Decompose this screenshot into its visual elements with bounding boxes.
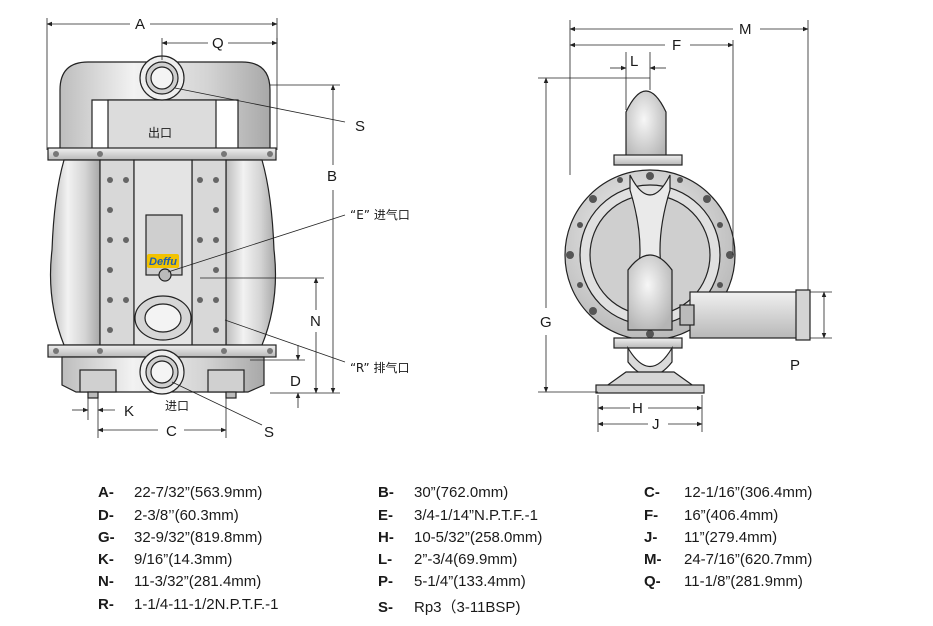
spec-m: M-24-7/16”(620.7mm): [644, 551, 813, 568]
dim-label-k: K: [124, 403, 134, 420]
spec-e: E-3/4-1/14”N.P.T.F.-1: [378, 507, 538, 524]
inlet-label: 进口: [165, 399, 189, 413]
spec-p: P-5-1/4”(133.4mm): [378, 573, 526, 590]
spec-d: D-2-3/8’’(60.3mm): [98, 507, 239, 524]
dim-label-j: J: [652, 416, 660, 433]
spec-g: G-32-9/32”(819.8mm): [98, 529, 263, 546]
exhaust-label: “R” 排气口: [350, 360, 409, 375]
svg-text:Deffu: Deffu: [149, 256, 177, 268]
dim-label-d: D: [290, 373, 301, 390]
dim-label-b: B: [327, 168, 337, 185]
dim-label-m: M: [739, 21, 752, 38]
dim-label-g: G: [540, 314, 552, 331]
side-dimensions: [538, 20, 832, 432]
dim-label-q: Q: [212, 35, 224, 52]
dim-label-n: N: [310, 313, 321, 330]
spec-b: B-30”(762.0mm): [378, 484, 509, 501]
dim-label-s-top: S: [355, 118, 365, 135]
dim-label-p: P: [790, 357, 800, 374]
spec-f: F-16”(406.4mm): [644, 507, 779, 524]
pump-dimension-drawing: Deffu: [46, 16, 832, 441]
brand-logo: Deffu: [147, 254, 179, 268]
spec-k: K-9/16”(14.3mm): [98, 551, 233, 568]
outlet-label: 出口: [148, 126, 172, 140]
spec-q: Q-11-1/8”(281.9mm): [644, 573, 803, 590]
dim-label-a: A: [135, 16, 145, 33]
dim-label-f: F: [672, 37, 681, 54]
dim-label-s-bottom: S: [264, 424, 274, 441]
spec-h: H-10-5/32”(258.0mm): [378, 529, 543, 546]
dim-label-h: H: [632, 400, 643, 417]
spec-l: L-2”-3/4(69.9mm): [378, 551, 518, 568]
air-inlet-label: “E” 进气口: [350, 207, 410, 222]
side-view: [564, 90, 811, 394]
spec-r: R-1-1/4-11-1/2N.P.T.F.-1: [98, 596, 279, 613]
spec-a: A-22-7/32”(563.9mm): [98, 484, 263, 501]
front-dimensions: [46, 18, 346, 438]
front-view: [47, 55, 277, 399]
dim-label-c: C: [166, 423, 177, 440]
spec-n: N-11-3/32”(281.4mm): [98, 573, 262, 590]
spec-j: J-11”(279.4mm): [644, 529, 778, 546]
dim-label-l: L: [630, 53, 638, 70]
spec-s: S-Rp3（3-11BSP): [378, 599, 521, 616]
spec-c: C-12-1/16”(306.4mm): [644, 484, 813, 501]
